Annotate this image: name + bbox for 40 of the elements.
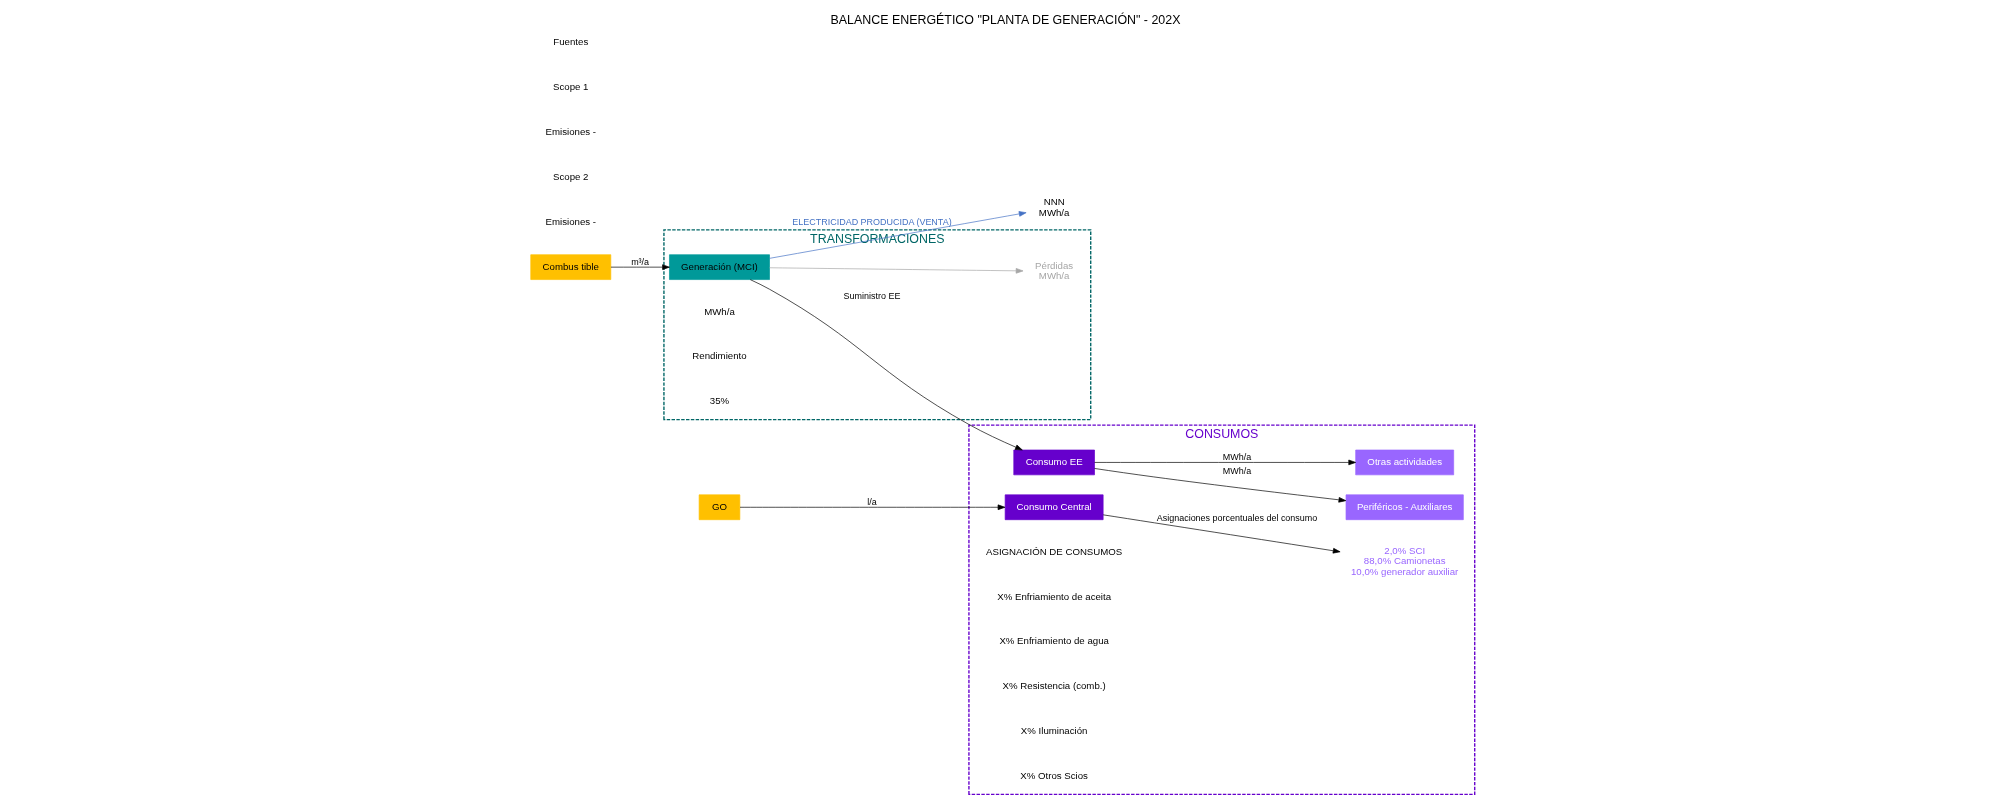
edge-label: MWh/a	[1222, 451, 1252, 462]
arrow	[1102, 514, 1341, 554]
node-label: Emisiones -	[545, 215, 597, 227]
label: X% Enfriamiento de agua	[999, 635, 1109, 647]
edge-label: ELECTRICIDAD PRODUCIDA (VENTA)	[792, 216, 952, 227]
node-label: Scope 1	[553, 81, 589, 93]
node-text: Pérdidas MWh/a	[1035, 259, 1074, 282]
arrow	[610, 264, 670, 270]
edge-label: Asignaciones porcentuales del consumo	[1156, 512, 1318, 523]
label: 35%	[709, 395, 730, 407]
node-text: 2,0% SCI 88,0% Camionetas 10,0% generador auxiliar	[1350, 544, 1459, 577]
label: X% Resistencia (comb.)	[1002, 680, 1106, 692]
arrow	[769, 267, 1024, 274]
label: ASIGNACIÓN DE CONSUMOS	[986, 545, 1123, 557]
node-box: Otras actividades	[1355, 449, 1454, 476]
node-text: NNN MWh/a	[1038, 196, 1070, 218]
label: X% Otros Scios	[1020, 769, 1088, 781]
label: Fuentes	[553, 36, 589, 48]
edge-label: m³/a	[631, 256, 650, 267]
edge-label: Suministro EE	[843, 291, 901, 302]
arrow	[739, 504, 1006, 511]
arrow	[1094, 459, 1356, 466]
diagram-title: BALANCE ENERGÉTICO "PLANTA DE GENERACIÓN" - 202X	[830, 12, 1181, 27]
node-box: Periféricos - Auxiliares	[1345, 494, 1464, 521]
node-box: Generación (MCI)	[669, 254, 770, 280]
arrow	[1094, 468, 1347, 503]
label: Rendimiento	[692, 350, 747, 362]
edge-label: MWh/a	[1222, 466, 1252, 477]
node-box: Consumo EE	[1013, 449, 1095, 476]
node-label: Emisiones -	[545, 126, 597, 138]
arrow	[750, 279, 1023, 451]
label: X% Iluminación	[1020, 725, 1088, 737]
edge-label: l/a	[867, 496, 877, 507]
arrow	[769, 211, 1027, 259]
node-label: Scope 2	[553, 171, 589, 182]
node-box: Combus tible	[530, 254, 612, 280]
node-box: GO	[698, 494, 741, 521]
label: MWh/a	[704, 305, 735, 317]
node-box: Consumo Central	[1004, 494, 1104, 521]
label: X% Enfriamiento de aceita	[997, 590, 1112, 602]
